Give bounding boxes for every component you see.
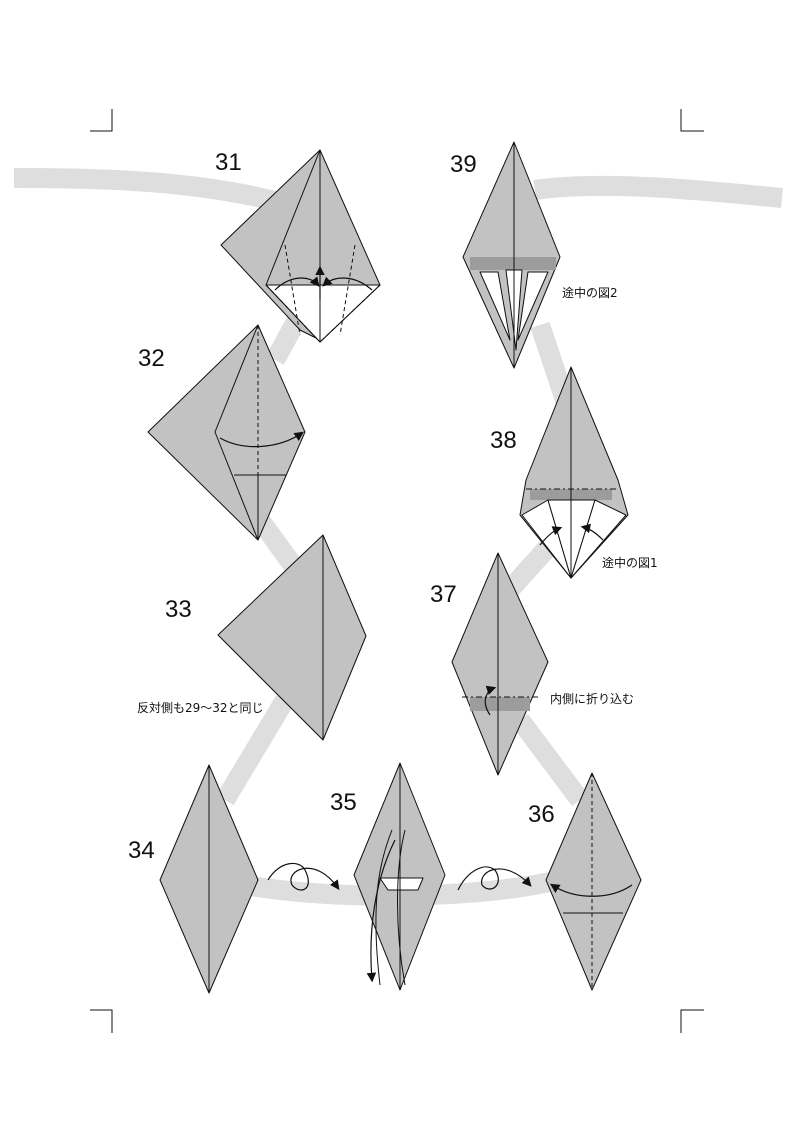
crop-marks	[90, 109, 704, 1033]
step-35-layer-b	[397, 829, 406, 986]
step-38-arrow-left	[539, 526, 563, 546]
step-number-35: 35	[330, 789, 357, 816]
step-38-arrow-right	[580, 523, 604, 541]
band-left-top	[13, 168, 293, 215]
step-36-diagram: 36	[528, 772, 642, 991]
step-34-diagram: 34	[128, 764, 340, 994]
step-38-note: 途中の図1	[602, 555, 658, 570]
crop-mark-top-right	[680, 109, 704, 132]
crop-mark-bottom-right	[680, 1009, 704, 1033]
step-number-39: 39	[450, 151, 477, 178]
crop-mark-bottom-left	[90, 1009, 113, 1033]
step-33-diagram: 33 反対側も29～32と同じ	[137, 534, 367, 741]
band-right-top	[533, 175, 783, 208]
step-39-shaded-band	[470, 257, 556, 270]
step-37-note: 内側に折り込む	[550, 691, 634, 706]
step-35-turn-over-arrow	[457, 866, 532, 891]
step-number-37: 37	[430, 581, 457, 608]
step-39-note: 途中の図2	[562, 285, 618, 300]
crop-mark-top-left	[90, 109, 113, 132]
step-36-body	[545, 772, 642, 991]
step-31-fold-guide-left	[265, 284, 321, 343]
step-36-fold-arrow	[549, 883, 633, 897]
step-number-38: 38	[490, 427, 517, 454]
step-35-diagram: 35	[330, 762, 532, 991]
band-33-34	[216, 694, 294, 806]
step-37-diagram: 37 内側に折り込む	[430, 552, 634, 776]
step-number-31: 31	[215, 149, 242, 176]
step-31-valley-right	[339, 244, 356, 336]
step-31-valley-left	[284, 244, 301, 336]
step-31-diagram: 31	[215, 149, 381, 343]
step-35-pull-arrow	[366, 839, 396, 983]
step-37-tuck-arrow	[484, 685, 497, 716]
step-31-fold-arrow-right	[322, 276, 373, 291]
step-number-34: 34	[128, 837, 155, 864]
step-32-diagram: 32	[138, 324, 306, 541]
step-35-white-pocket	[379, 877, 424, 891]
step-37-shaded-band	[470, 697, 530, 711]
step-39-white-left	[479, 271, 511, 341]
step-32-fold-arrow	[219, 431, 304, 448]
step-34-turn-over-arrow	[267, 862, 340, 891]
step-33-note: 反対側も29～32と同じ	[137, 701, 264, 715]
step-39-white-right	[517, 271, 549, 341]
step-number-33: 33	[165, 596, 192, 623]
step-38-diagram: 38 途中の図1	[490, 366, 658, 579]
band-38-39	[530, 321, 575, 404]
step-38-white-right-a	[570, 499, 627, 579]
step-39-diagram: 39 途中の図2	[450, 141, 618, 369]
band-36-37	[512, 714, 588, 806]
step-number-32: 32	[138, 345, 165, 372]
step-31-fold-arrow-left	[274, 276, 320, 291]
step-number-36: 36	[528, 801, 555, 828]
